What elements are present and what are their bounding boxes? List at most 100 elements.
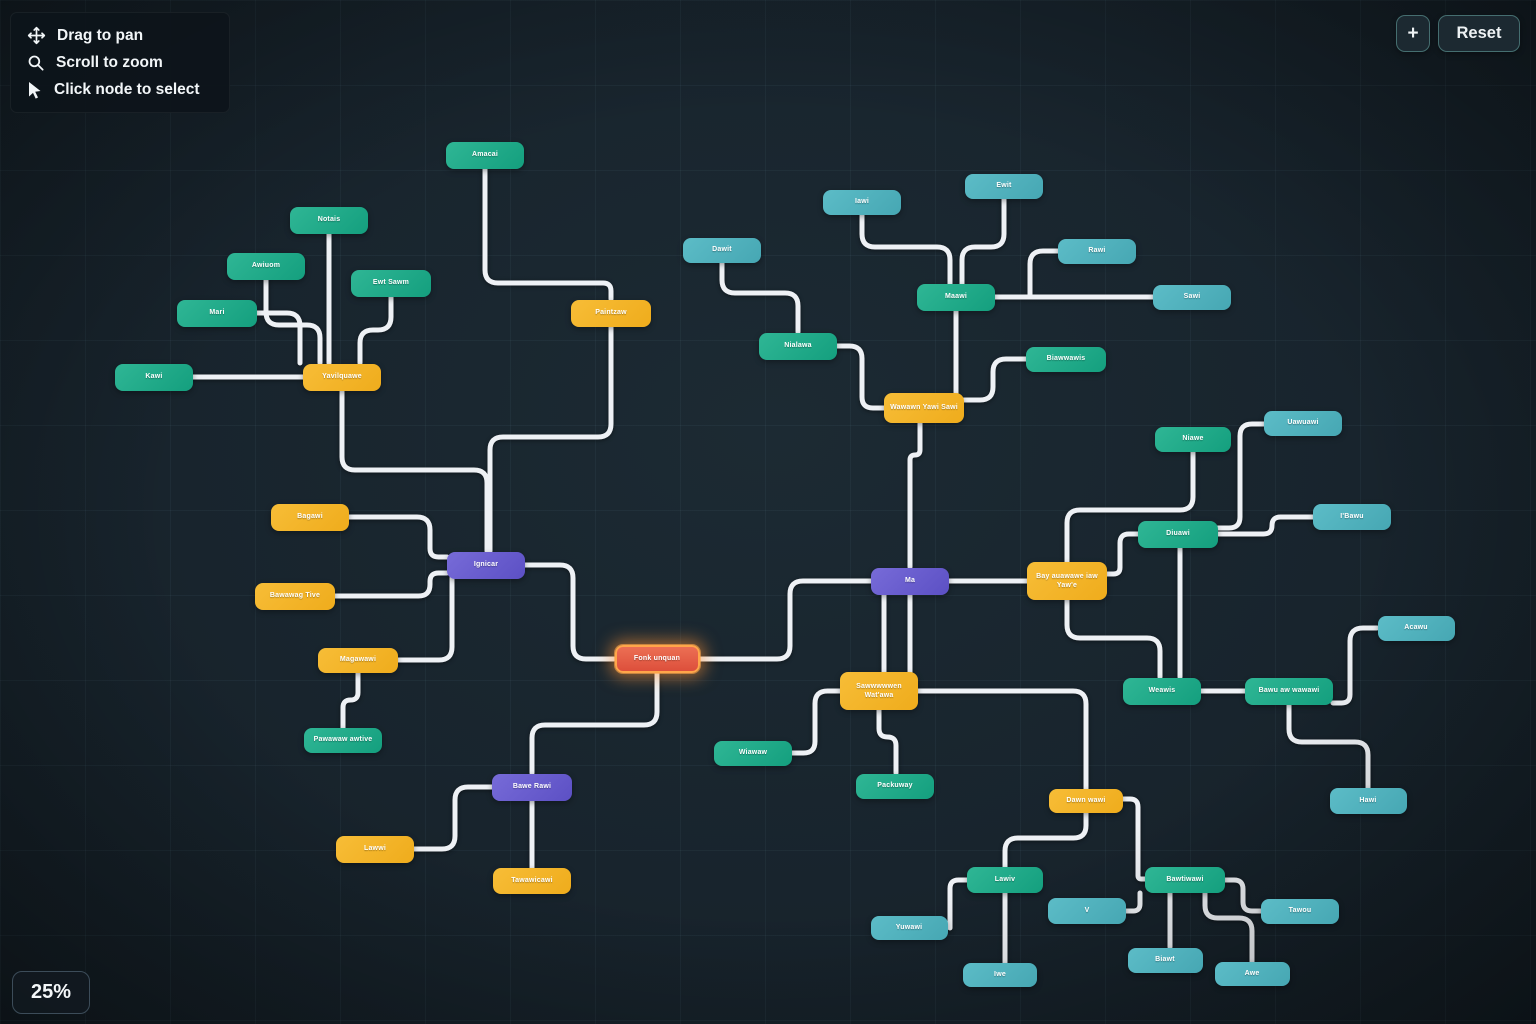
graph-edge	[1002, 810, 1089, 870]
graph-node-magawawi[interactable]: Magawawi	[318, 647, 398, 673]
graph-node-bagawi[interactable]: Bagawi	[271, 503, 349, 531]
graph-node-uawuawi[interactable]: Uawuawi	[1264, 410, 1342, 436]
graph-edge	[340, 669, 361, 731]
graph-node-biawt[interactable]: Biawt	[1127, 947, 1203, 973]
graph-node-biawwawis[interactable]: Biawwawis	[1026, 346, 1106, 372]
graph-edge	[339, 387, 490, 554]
graph-node-bawerawi[interactable]: Bawe Rawi	[492, 773, 572, 801]
graph-node-weawis[interactable]: Weawis	[1123, 677, 1201, 705]
graph-node-ibawu[interactable]: I'Bawu	[1313, 504, 1391, 530]
node-label: Weawis	[1148, 687, 1176, 695]
graph-node-awiuom[interactable]: Awiuom	[227, 252, 305, 280]
graph-node-dawnwawi[interactable]: Dawn wawi	[1049, 789, 1123, 813]
node-label: Dawn wawi	[1066, 797, 1106, 805]
graph-node-dawit[interactable]: Dawit	[683, 237, 761, 263]
graph-node-wawawe[interactable]: Wawawn Yawi Sawi	[884, 393, 964, 423]
graph-node-bawuawwawawi[interactable]: Bawu aw wawawi	[1245, 677, 1333, 705]
graph-node-fonkunquan[interactable]: Fonk unquan	[614, 645, 700, 673]
node-label: Bawawag Tive	[269, 592, 321, 600]
help-overlay: Drag to pan Scroll to zoom Click node to…	[10, 12, 230, 113]
graph-node-acawu[interactable]: Acawu	[1377, 615, 1455, 641]
graph-edge	[482, 165, 614, 302]
graph-node-yavilquawe[interactable]: Yavilquawe	[303, 363, 381, 391]
node-label: Bawu aw wawawi	[1258, 687, 1320, 695]
node-label: Uawuawi	[1287, 419, 1319, 427]
node-label: Sawi	[1183, 293, 1201, 301]
graph-node-nialawa[interactable]: Nialawa	[759, 332, 837, 360]
graph-node-kawi[interactable]: Kawi	[115, 363, 193, 391]
graph-node-yuwawi[interactable]: Yuwawi	[870, 916, 948, 940]
graph-edge	[1119, 796, 1148, 882]
graph-edge	[697, 578, 874, 662]
graph-node-sawi[interactable]: Sawi	[1153, 284, 1231, 310]
graph-node-wiawaw[interactable]: Wiawaw	[714, 740, 792, 766]
node-label: Wiawaw	[738, 749, 768, 757]
graph-node-v[interactable]: V	[1048, 898, 1126, 924]
node-label: Lawiv	[994, 876, 1016, 884]
node-label: Paintzaw	[595, 309, 627, 317]
node-label: Fonk unquan	[633, 655, 681, 663]
help-label-zoom: Scroll to zoom	[56, 54, 163, 71]
graph-node-packuway[interactable]: Packuway	[856, 773, 934, 799]
graph-node-ewit[interactable]: Ewit	[965, 173, 1043, 199]
graph-edge	[961, 356, 1029, 403]
reset-button[interactable]: Reset	[1438, 15, 1520, 52]
node-label: Lawwi	[363, 845, 386, 853]
node-label: Ma	[904, 577, 916, 585]
node-label: Nialawa	[784, 342, 812, 350]
graph-node-lawiv[interactable]: Lawiv	[967, 867, 1043, 893]
graph-node-bawawagtive[interactable]: Bawawag Tive	[255, 582, 335, 610]
node-label: Iawi	[854, 198, 870, 206]
help-row-pan: Drag to pan	[27, 26, 213, 45]
graph-node-tawou[interactable]: Tawou	[1261, 898, 1339, 924]
graph-node-rawi[interactable]: Rawi	[1058, 238, 1136, 264]
help-label-pan: Drag to pan	[57, 26, 144, 44]
graph-node-mari[interactable]: Mari	[177, 299, 257, 327]
node-label: Tawawicawi	[511, 877, 553, 885]
graph-node-iwe[interactable]: Iwe	[963, 963, 1037, 987]
node-label: Dawit	[712, 246, 732, 254]
graph-node-paintzaw[interactable]: Paintzaw	[571, 299, 651, 327]
search-icon	[27, 54, 45, 72]
graph-edge	[1202, 890, 1255, 965]
graph-node-diuawi[interactable]: Diuawi	[1138, 520, 1218, 548]
graph-edge	[346, 514, 450, 560]
node-label: Magawawi	[339, 656, 377, 664]
node-label: Kawi	[145, 373, 163, 381]
graph-edge	[1027, 248, 1061, 300]
graph-node-maawi[interactable]: Maawi	[917, 283, 995, 311]
graph-edge	[1104, 531, 1141, 577]
graph-node-tawawicawi[interactable]: Tawawicawi	[493, 868, 571, 894]
node-label: I'Bawu	[1340, 513, 1364, 521]
node-label: Sawwwwwen	[856, 682, 902, 690]
node-label: Packuway	[877, 782, 913, 790]
node-label: Amacai	[471, 151, 499, 159]
graph-edge	[947, 877, 970, 931]
node-label: Wawawn Yawi Sawi	[890, 404, 958, 412]
graph-node-amacai[interactable]: Amacai	[446, 141, 524, 169]
graph-edge	[332, 570, 450, 599]
graph-node-ignicar[interactable]: Ignicar	[447, 551, 525, 579]
graph-edge	[395, 575, 455, 663]
zoom-level-badge: 25%	[12, 971, 90, 1014]
graph-node-ma[interactable]: Ma	[871, 567, 949, 595]
graph-node-ewtsawm[interactable]: Ewt Sawm	[351, 269, 431, 297]
graph-edge	[1064, 597, 1163, 680]
graph-edge	[719, 259, 801, 335]
help-row-select: Click node to select	[27, 81, 213, 99]
graph-node-niawe[interactable]: Niawe	[1155, 426, 1231, 452]
node-label: Biawt	[1155, 956, 1175, 964]
zoom-in-button[interactable]: +	[1396, 15, 1430, 52]
graph-edge	[1215, 514, 1316, 537]
graph-node-awe[interactable]: Awe	[1214, 962, 1290, 986]
node-label: Acawu	[1404, 624, 1428, 632]
graph-node-notais[interactable]: Notais	[290, 206, 368, 234]
graph-node-hawi[interactable]: Hawi	[1329, 788, 1407, 814]
graph-node-pawawawawtive[interactable]: Pawawaw awtive	[304, 727, 382, 753]
graph-node-bawtiwawi[interactable]: Bawtiwawi	[1145, 867, 1225, 893]
graph-node-lawwi[interactable]: Lawwi	[336, 835, 414, 863]
graph-node-iawi[interactable]: Iawi	[823, 189, 901, 215]
